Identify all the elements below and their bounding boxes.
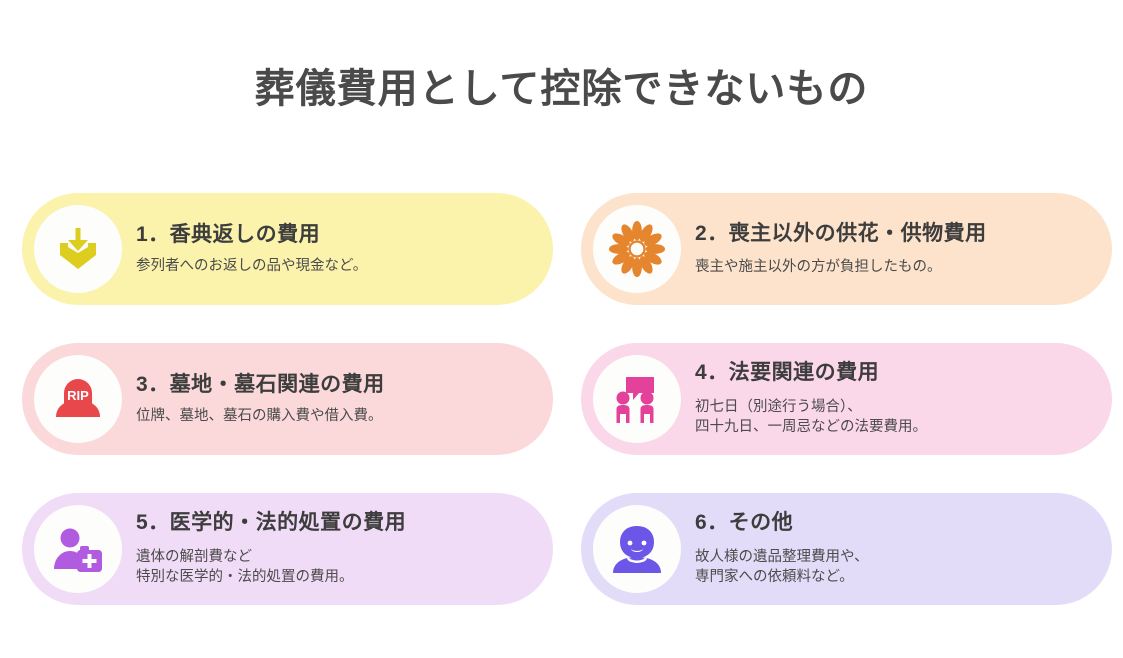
box-with-down-arrow-icon (50, 221, 106, 277)
icon-badge (593, 205, 681, 293)
card-item-1[interactable]: 1．香典返しの費用 参列者へのお返しの品や現金など。 (22, 193, 553, 305)
card-text: 1．香典返しの費用 参列者へのお返しの品や現金など。 (136, 222, 553, 277)
medical-person-kit-icon (50, 521, 106, 577)
card-description: 参列者へのお返しの品や現金など。 (136, 257, 368, 274)
card-text: 2．喪主以外の供花・供物費用 喪主や施主以外の方が負担したもの。 (695, 221, 1112, 278)
card-description: 初七日（別途行う場合）、 四十九日、一周忌などの法要費用。 (695, 398, 927, 436)
two-people-speech-bubble-icon (609, 371, 665, 427)
card-description: 位牌、墓地、墓石の購入費や借入費。 (136, 407, 383, 424)
cards-grid: 1．香典返しの費用 参列者へのお返しの品や現金など。 (22, 193, 1112, 605)
card-title: 2．喪主以外の供花・供物費用 (695, 221, 987, 245)
card-text: 4．法要関連の費用 初七日（別途行う場合）、 四十九日、一周忌などの法要費用。 (695, 360, 1112, 437)
card-item-3[interactable]: RIP 3．墓地・墓石関連の費用 位牌、墓地、墓石の購入費や借入費。 (22, 343, 553, 455)
svg-text:RIP: RIP (67, 388, 89, 403)
person-portrait-icon (609, 521, 665, 577)
card-text: 5．医学的・法的処置の費用 遺体の解剖費など 特別な医学的・法的処置の費用。 (136, 510, 553, 587)
icon-badge (34, 505, 122, 593)
card-text: 6．その他 故人様の遺品整理費用や、 専門家への依頼料など。 (695, 510, 1112, 587)
card-description: 喪主や施主以外の方が負担したもの。 (695, 258, 942, 275)
icon-badge (593, 505, 681, 593)
card-description: 故人様の遺品整理費用や、 専門家への依頼料など。 (695, 548, 869, 586)
icon-badge: RIP (34, 355, 122, 443)
rip-tombstone-icon: RIP (50, 371, 106, 427)
icon-badge (593, 355, 681, 443)
card-title: 6．その他 (695, 511, 794, 535)
card-item-5[interactable]: 5．医学的・法的処置の費用 遺体の解剖費など 特別な医学的・法的処置の費用。 (22, 493, 553, 605)
chrysanthemum-flower-icon (608, 220, 666, 278)
card-text: 3．墓地・墓石関連の費用 位牌、墓地、墓石の購入費や借入費。 (136, 372, 553, 427)
card-item-4[interactable]: 4．法要関連の費用 初七日（別途行う場合）、 四十九日、一周忌などの法要費用。 (581, 343, 1112, 455)
card-item-2[interactable]: 2．喪主以外の供花・供物費用 喪主や施主以外の方が負担したもの。 (581, 193, 1112, 305)
card-title: 4．法要関連の費用 (695, 361, 880, 385)
card-title: 3．墓地・墓石関連の費用 (136, 372, 385, 396)
icon-badge (34, 205, 122, 293)
page-title: 葬儀費用として控除できないもの (254, 66, 869, 111)
card-item-6[interactable]: 6．その他 故人様の遺品整理費用や、 専門家への依頼料など。 (581, 493, 1112, 605)
card-title: 1．香典返しの費用 (136, 222, 321, 246)
card-description: 遺体の解剖費など 特別な医学的・法的処置の費用。 (136, 548, 354, 586)
card-title: 5．医学的・法的処置の費用 (136, 511, 407, 535)
